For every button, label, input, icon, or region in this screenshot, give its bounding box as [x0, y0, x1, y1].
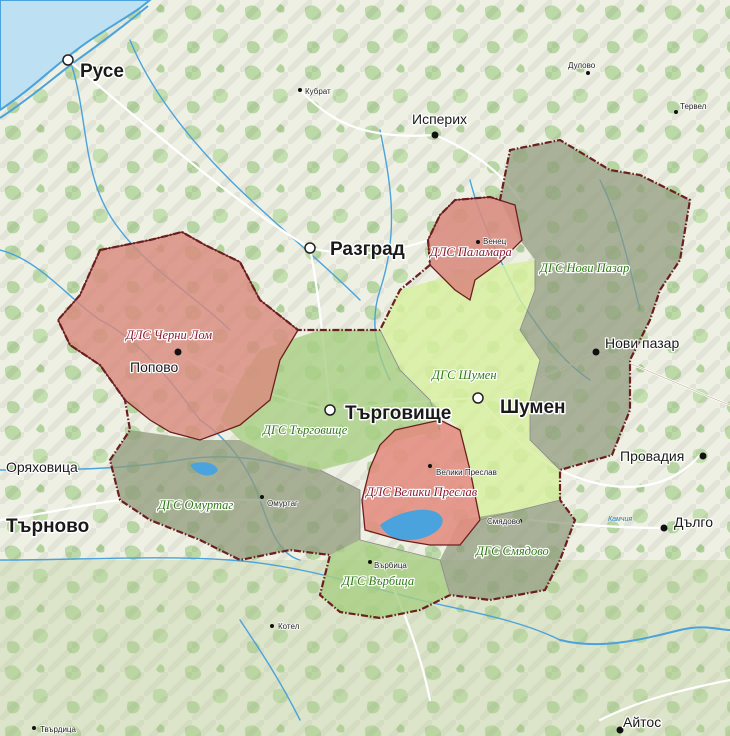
district-label-dgs-omurtag[interactable]: ДГС Омуртаг — [156, 497, 235, 514]
reservoir-small — [190, 462, 218, 476]
area-dgs-shumen — [380, 260, 560, 520]
marker-popovo[interactable] — [174, 348, 182, 356]
region-border — [56, 138, 692, 620]
marker-varbitsa[interactable] — [368, 560, 372, 564]
town-label-omurtag: Омуртаг — [267, 499, 298, 508]
district-label-dgs-novi-pazar[interactable]: ДГС Нови Пазар — [538, 260, 631, 277]
marker-razgrad[interactable] — [304, 242, 316, 254]
marker-kubrat[interactable] — [298, 88, 302, 92]
city-label-ruse: Русе — [80, 61, 124, 82]
district-label-dls-cherni-lom[interactable]: ДЛС Черни Лом — [124, 327, 214, 344]
marker-provadia[interactable] — [699, 452, 707, 460]
city-label-shumen: Шумен — [500, 397, 566, 418]
area-dgs-omurtag — [110, 430, 360, 560]
town-label-tervel: Тервел — [680, 102, 707, 111]
reservoir-ticha — [380, 509, 443, 541]
city-markers — [32, 54, 707, 734]
district-label-dgs-targovishte[interactable]: ДГС Търговище — [261, 422, 349, 439]
marker-kotel[interactable] — [270, 624, 274, 628]
district-borders — [57, 196, 523, 546]
town-label-kubrat: Кубрат — [305, 87, 331, 96]
city-label-oryahovitsa: Оряховица — [6, 459, 78, 475]
city-label-popovo: Попово — [130, 359, 178, 375]
town-label-tvarditsa: Твърдица — [40, 725, 77, 734]
district-label-dgs-varbitsa[interactable]: ДГС Върбица — [340, 573, 416, 590]
city-label-razgrad: Разград — [330, 239, 405, 260]
marker-isperih[interactable] — [431, 131, 439, 139]
city-label-tarnovo: Търново — [6, 516, 89, 537]
area-dls-palamara — [428, 197, 522, 300]
marker-dalgopol[interactable] — [660, 524, 668, 532]
marker-aytos[interactable] — [616, 726, 624, 734]
marker-omurtag[interactable] — [260, 495, 264, 499]
marker-ruse[interactable] — [62, 54, 74, 66]
city-label-provadia: Провадия — [620, 448, 684, 464]
town-label-kotel: Котел — [278, 622, 300, 631]
town-label-varbitsa: Върбица — [374, 561, 407, 570]
marker-tervel[interactable] — [674, 110, 678, 114]
marker-novi-pazar[interactable] — [592, 348, 600, 356]
district-label-dls-palamara[interactable]: ДЛС Паламара — [428, 244, 513, 261]
district-borders-thin — [319, 260, 561, 596]
area-dgs-novi-pazar — [500, 140, 690, 470]
marker-shumen[interactable] — [472, 392, 484, 404]
marker-dulovo[interactable] — [586, 71, 590, 75]
marker-targovishte[interactable] — [324, 404, 336, 416]
town-label-smyadovo: Смядово — [487, 517, 521, 526]
city-label-isperih: Исперих — [412, 111, 467, 127]
danube-river — [0, 0, 152, 112]
city-label-aytos: Айтос — [623, 714, 661, 730]
city-label-targovishte: Търговище — [345, 403, 451, 424]
area-dls-veliki-preslav — [362, 420, 480, 545]
district-label-dgs-shumen[interactable]: ДГС Шумен — [430, 367, 498, 384]
district-label-dls-veliki-preslav[interactable]: ДЛС Велики Преслав — [364, 484, 479, 501]
town-label-dulovo: Дулово — [568, 61, 596, 70]
marker-venets[interactable] — [476, 240, 480, 244]
town-label-veliki-preslav: Велики Преслав — [436, 468, 497, 477]
district-label-dgs-smyadovo[interactable]: ДГС Смядово — [474, 543, 550, 560]
area-dls-cherni-lom — [58, 232, 298, 440]
area-dgs-varbitsa — [320, 540, 450, 618]
town-label-venets: Венец — [483, 237, 507, 246]
water-label-kamchia: Камчия — [608, 516, 632, 523]
marker-veliki-preslav[interactable] — [428, 464, 432, 468]
city-label-novi-pazar: Нови пазар — [605, 335, 679, 351]
danube-channel — [0, 5, 149, 119]
city-label-dalgopol: Дълго — [674, 514, 713, 530]
marker-tvarditsa[interactable] — [32, 726, 36, 730]
marker-smyadovo[interactable] — [518, 519, 522, 523]
